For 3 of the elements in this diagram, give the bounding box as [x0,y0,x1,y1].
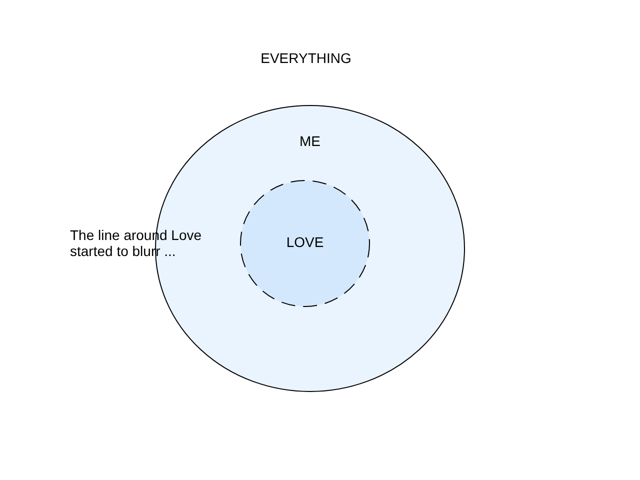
title: EVERYTHING [260,50,352,66]
node-label: LOVE [285,234,325,250]
node-label: ME [298,133,322,149]
